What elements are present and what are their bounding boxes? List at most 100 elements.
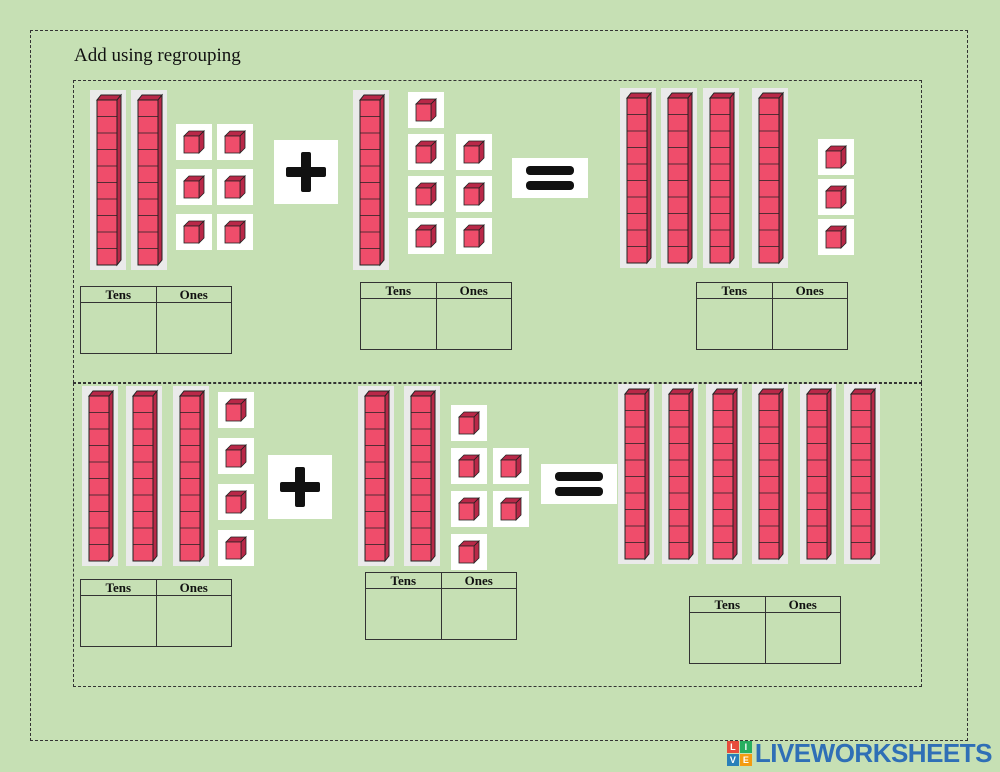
tens-rod [173, 386, 209, 566]
table-body [81, 596, 231, 646]
ones-header: Ones [459, 283, 488, 298]
place-value-table: Tens Ones [365, 572, 517, 640]
tens-rod [82, 386, 118, 566]
place-value-table: Tens Ones [696, 282, 848, 350]
ones-cube [218, 392, 254, 428]
ones-cube [451, 448, 487, 484]
tens-rod [353, 90, 389, 270]
tens-header: Tens [697, 283, 773, 298]
liveworksheets-logo[interactable]: L I V E LIVEWORKSHEETS [726, 737, 993, 768]
ones-header: Ones [179, 287, 208, 302]
logo-letter: V [726, 753, 739, 766]
table-header: Tens Ones [697, 283, 847, 299]
ones-cube [456, 218, 492, 254]
place-value-table: Tens Ones [80, 579, 232, 647]
ones-cube [218, 530, 254, 566]
ones-cube [217, 214, 253, 250]
tens-rod [800, 384, 836, 564]
tens-answer-cell[interactable] [690, 613, 766, 663]
ones-cube [408, 134, 444, 170]
logo-letter: L [726, 740, 739, 753]
tens-rod [844, 384, 880, 564]
tens-rod [661, 88, 697, 268]
tens-answer-cell[interactable] [366, 589, 442, 639]
tens-rod [752, 88, 788, 268]
tens-answer-cell[interactable] [697, 299, 773, 349]
tens-header: Tens [361, 283, 437, 298]
place-value-table: Tens Ones [80, 286, 232, 354]
equals-icon [512, 158, 588, 198]
ones-answer-cell[interactable] [437, 299, 512, 349]
tens-rod [404, 386, 440, 566]
plus-icon [274, 140, 338, 204]
ones-answer-cell[interactable] [442, 589, 517, 639]
ones-answer-cell[interactable] [766, 613, 841, 663]
ones-cube [217, 169, 253, 205]
worksheet-border [30, 30, 968, 741]
ones-cube [818, 139, 854, 175]
ones-cube [176, 214, 212, 250]
table-body [690, 613, 840, 663]
logo-mark-icon: L I V E [726, 740, 752, 766]
tens-rod [703, 88, 739, 268]
ones-cube [493, 448, 529, 484]
ones-cube [218, 484, 254, 520]
logo-text: LIVEWORKSHEETS [754, 737, 993, 768]
equals-icon [541, 464, 617, 504]
tens-rod [131, 90, 167, 270]
place-value-table: Tens Ones [360, 282, 512, 350]
tens-header: Tens [366, 573, 442, 588]
tens-rod [126, 386, 162, 566]
ones-answer-cell[interactable] [157, 596, 232, 646]
tens-answer-cell[interactable] [81, 303, 157, 353]
ones-cube [176, 169, 212, 205]
ones-cube [451, 491, 487, 527]
table-body [697, 299, 847, 349]
ones-cube [217, 124, 253, 160]
table-body [366, 589, 516, 639]
ones-cube [456, 134, 492, 170]
tens-header: Tens [81, 287, 157, 302]
table-header: Tens Ones [361, 283, 511, 299]
problem-2-section [73, 383, 922, 687]
ones-cube [408, 92, 444, 128]
table-header: Tens Ones [81, 580, 231, 596]
ones-header: Ones [179, 580, 208, 595]
page-title: Add using regrouping [74, 45, 241, 66]
tens-rod [90, 90, 126, 270]
table-body [361, 299, 511, 349]
tens-rod [662, 384, 698, 564]
ones-cube [218, 438, 254, 474]
tens-rod [358, 386, 394, 566]
tens-header: Tens [690, 597, 766, 612]
tens-answer-cell[interactable] [361, 299, 437, 349]
plus-icon [268, 455, 332, 519]
ones-answer-cell[interactable] [157, 303, 232, 353]
ones-cube [408, 176, 444, 212]
ones-cube [818, 219, 854, 255]
problem-1-section [73, 80, 922, 383]
tens-rod [752, 384, 788, 564]
tens-rod [618, 384, 654, 564]
ones-header: Ones [788, 597, 817, 612]
ones-cube [456, 176, 492, 212]
table-header: Tens Ones [690, 597, 840, 613]
ones-answer-cell[interactable] [773, 299, 848, 349]
tens-rod [620, 88, 656, 268]
logo-letter: E [739, 753, 752, 766]
ones-cube [493, 491, 529, 527]
ones-header: Ones [464, 573, 493, 588]
table-header: Tens Ones [366, 573, 516, 589]
table-header: Tens Ones [81, 287, 231, 303]
table-body [81, 303, 231, 353]
logo-letter: I [739, 740, 752, 753]
tens-header: Tens [81, 580, 157, 595]
tens-answer-cell[interactable] [81, 596, 157, 646]
ones-cube [408, 218, 444, 254]
ones-cube [176, 124, 212, 160]
ones-cube [451, 534, 487, 570]
tens-rod [706, 384, 742, 564]
ones-header: Ones [795, 283, 824, 298]
ones-cube [818, 179, 854, 215]
ones-cube [451, 405, 487, 441]
